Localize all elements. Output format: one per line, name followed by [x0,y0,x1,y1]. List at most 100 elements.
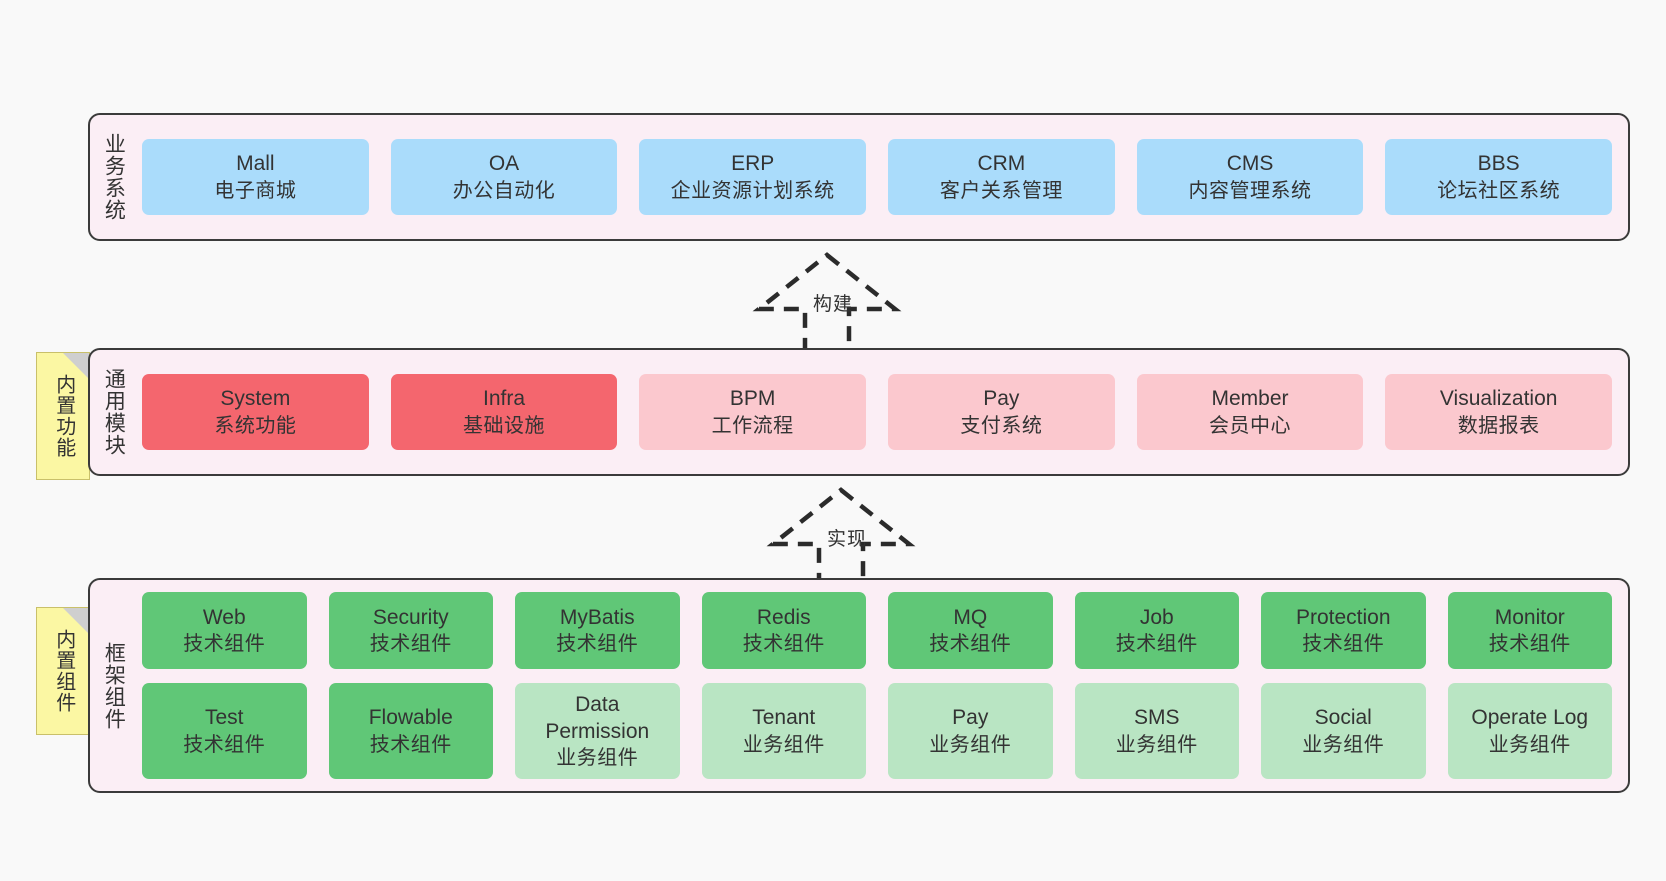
node-label-cn: 数据报表 [1457,414,1540,437]
node-job[interactable]: Job 技术组件 [1074,591,1239,669]
node-label-en: Job [1139,605,1174,629]
node-label-en: MQ [953,605,988,629]
layer-framework-components: 框架组件 Web 技术组件 Security 技术组件 MyBatis 技术组件… [88,578,1630,793]
note-builtin-function: 内置功能 [36,352,90,480]
node-mybatis[interactable]: MyBatis 技术组件 [515,591,680,669]
node-oa[interactable]: OA 办公自动化 [390,139,618,215]
node-infra[interactable]: Infra 基础设施 [390,374,618,450]
node-label-en: Infra [482,387,526,411]
node-label-cn: 支付系统 [960,414,1043,437]
note-fold-corner-icon [63,353,89,379]
node-label-en: Operate Log [1471,706,1589,730]
node-label-cn: 会员中心 [1209,414,1292,437]
node-label-cn: 技术组件 [1488,632,1571,655]
node-label-en: Security [372,605,449,629]
node-flowable[interactable]: Flowable 技术组件 [328,682,493,780]
node-label-cn: 业务组件 [742,733,825,756]
node-label-en: Redis [756,605,811,629]
node-label-en: Monitor [1494,605,1565,629]
node-sms[interactable]: SMS 业务组件 [1074,682,1239,780]
node-label-cn: 技术组件 [1302,632,1385,655]
layer-common-modules: 通用模块 System 系统功能 Infra 基础设施 BPM 工作流程 Pay… [88,348,1630,476]
node-label-en: CRM [977,152,1026,176]
node-label-en: SMS [1133,706,1180,730]
node-label-cn: 技术组件 [183,632,266,655]
node-cms[interactable]: CMS 内容管理系统 [1136,139,1364,215]
layer-body-business: Mall 电子商城 OA 办公自动化 ERP 企业资源计划系统 CRM 客户关系… [136,115,1628,239]
node-label-en: CMS [1226,152,1274,176]
node-label-cn: 工作流程 [711,414,794,437]
node-mq[interactable]: MQ 技术组件 [888,591,1053,669]
node-label-cn: 业务组件 [1115,733,1198,756]
node-data-permission[interactable]: Data Permission 业务组件 [515,682,680,780]
row: Web 技术组件 Security 技术组件 MyBatis 技术组件 Redi… [142,591,1612,669]
note-builtin-component: 内置组件 [36,607,90,735]
note-label: 内置功能 [52,374,75,458]
node-label-cn: 办公自动化 [452,179,556,202]
note-fold-corner-icon [63,608,89,634]
layer-title-framework: 框架组件 [102,641,126,730]
row: Test 技术组件 Flowable 技术组件 Data Permission … [142,682,1612,780]
node-crm[interactable]: CRM 客户关系管理 [888,139,1115,215]
node-label-en: Mall [236,152,275,176]
row: Mall 电子商城 OA 办公自动化 ERP 企业资源计划系统 CRM 客户关系… [142,139,1613,215]
connector-build-label: 构建 [813,294,854,315]
node-bbs[interactable]: BBS 论坛社区系统 [1385,139,1613,215]
node-label-en: Member [1211,387,1289,411]
node-monitor[interactable]: Monitor 技术组件 [1447,591,1612,669]
node-label-en: Pay [952,706,989,730]
node-pay-component[interactable]: Pay 业务组件 [888,682,1053,780]
node-label-cn: 客户关系管理 [939,179,1063,202]
node-security[interactable]: Security 技术组件 [328,591,493,669]
node-tenant[interactable]: Tenant 业务组件 [701,682,866,780]
node-label-en: Pay [983,387,1020,411]
node-label-en: Social [1314,706,1372,730]
node-label-en: Data Permission [545,692,650,743]
node-operate-log[interactable]: Operate Log 业务组件 [1447,682,1612,780]
node-label-cn: 企业资源计划系统 [670,179,835,202]
node-label-cn: 技术组件 [1115,632,1198,655]
node-erp[interactable]: ERP 企业资源计划系统 [639,139,867,215]
node-label-en: Flowable [368,706,453,730]
node-redis[interactable]: Redis 技术组件 [701,591,866,669]
node-label-en: Tenant [752,706,816,730]
layer-title-modules: 通用模块 [102,368,126,456]
node-test[interactable]: Test 技术组件 [142,682,307,780]
node-label-en: BBS [1477,152,1520,176]
row: System 系统功能 Infra 基础设施 BPM 工作流程 Pay 支付系统… [142,374,1613,450]
layer-title-business: 业务系统 [102,133,126,221]
node-label-cn: 技术组件 [183,733,266,756]
node-system[interactable]: System 系统功能 [142,374,369,450]
node-mall[interactable]: Mall 电子商城 [142,139,369,215]
node-visualization[interactable]: Visualization 数据报表 [1385,374,1613,450]
node-label-cn: 业务组件 [1488,733,1571,756]
node-label-en: Test [204,706,244,730]
layer-business-system: 业务系统 Mall 电子商城 OA 办公自动化 ERP 企业资源计划系统 CRM… [88,113,1630,241]
node-pay[interactable]: Pay 支付系统 [888,374,1115,450]
node-label-cn: 基础设施 [463,414,545,437]
node-label-cn: 技术组件 [556,632,639,655]
node-label-en: MyBatis [559,605,635,629]
node-label-cn: 业务组件 [929,733,1012,756]
node-protection[interactable]: Protection 技术组件 [1261,591,1426,669]
node-web[interactable]: Web 技术组件 [142,591,307,669]
node-label-en: System [220,387,291,411]
layer-body-modules: System 系统功能 Infra 基础设施 BPM 工作流程 Pay 支付系统… [136,350,1628,474]
node-social[interactable]: Social 业务组件 [1261,682,1426,780]
node-label-en: OA [488,152,520,176]
node-label-cn: 系统功能 [214,414,297,437]
note-label: 内置组件 [52,629,75,713]
node-label-cn: 技术组件 [369,733,452,756]
node-label-cn: 业务组件 [556,747,639,770]
node-label-cn: 内容管理系统 [1188,179,1312,202]
node-label-cn: 电子商城 [214,179,297,202]
node-label-cn: 论坛社区系统 [1437,179,1561,202]
node-member[interactable]: Member 会员中心 [1136,374,1364,450]
node-bpm[interactable]: BPM 工作流程 [639,374,867,450]
node-label-cn: 业务组件 [1302,733,1385,756]
node-label-en: Visualization [1439,387,1558,411]
node-label-en: ERP [731,152,775,176]
node-label-en: Protection [1295,605,1391,629]
node-label-en: BPM [729,387,776,411]
